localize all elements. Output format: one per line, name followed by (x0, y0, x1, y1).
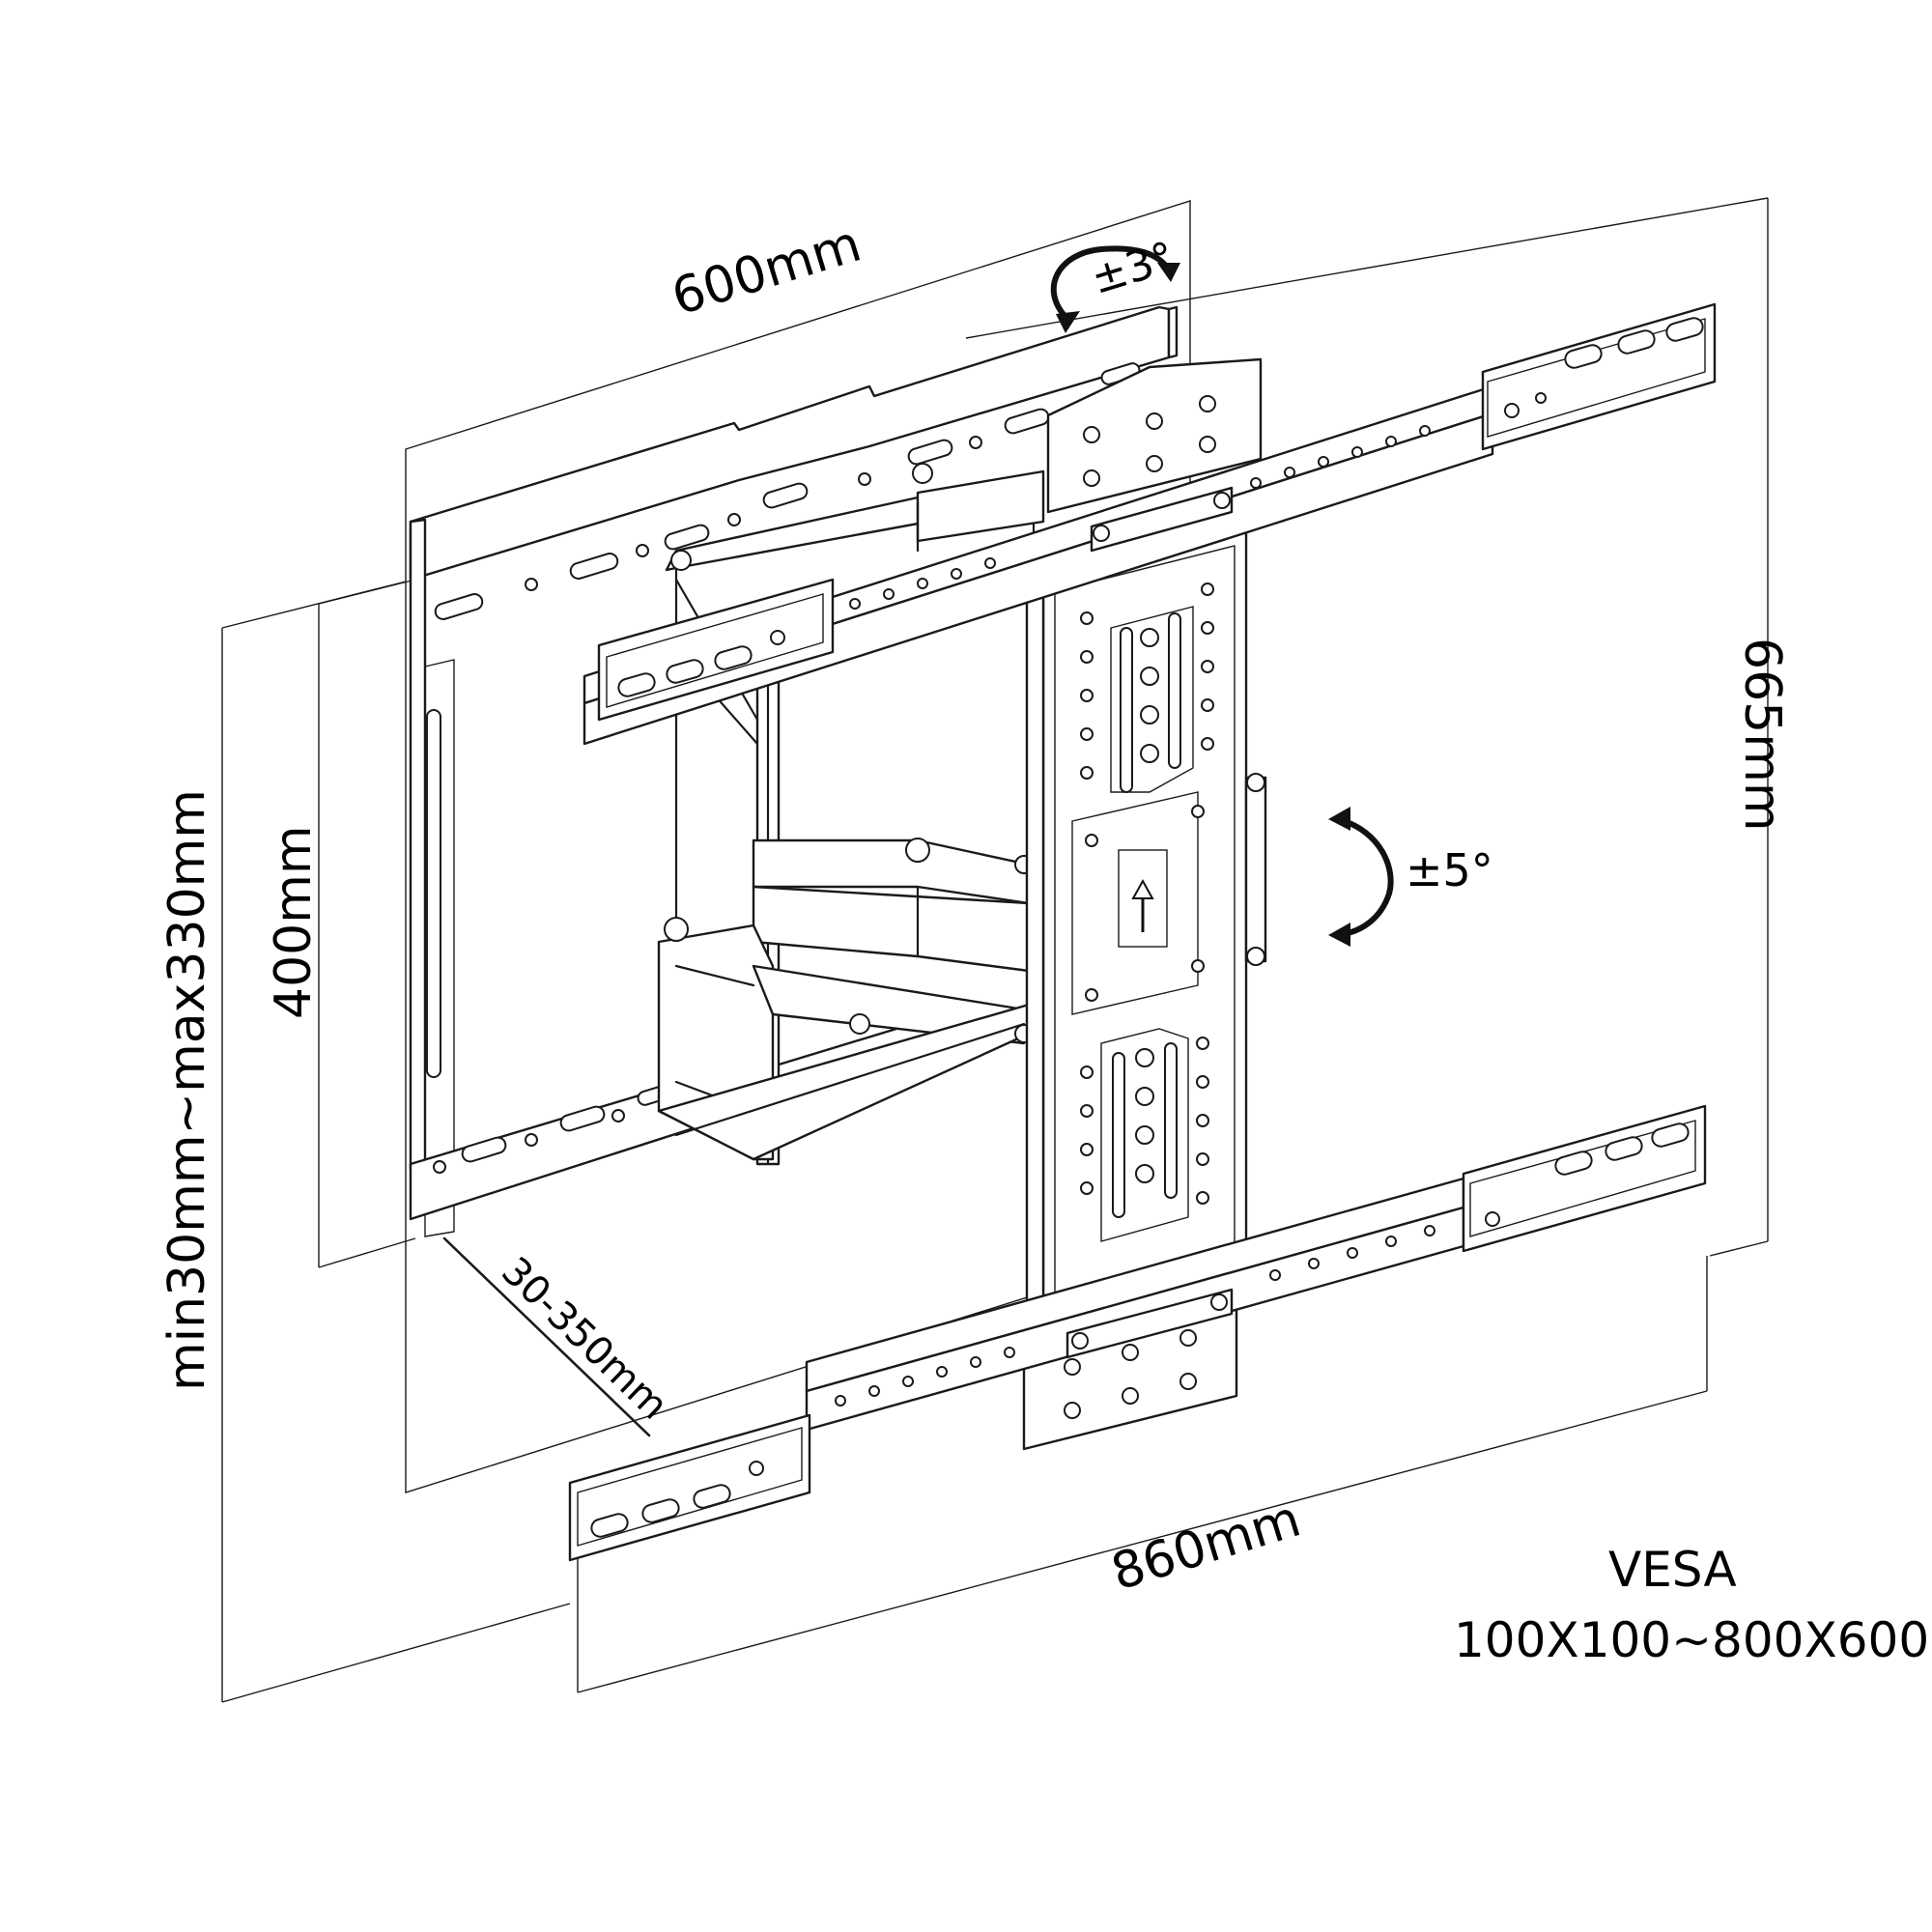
dimension-400mm: 400mm (265, 825, 323, 1019)
tv-center-plate (1022, 357, 1267, 1451)
dimension-profile: min30mm~max330mm (158, 789, 216, 1391)
vesa-range: 100X100~800X600 (1454, 1612, 1930, 1668)
up-arrow-icon (1131, 878, 1154, 932)
rotate-arrow-icon (1050, 245, 1180, 333)
top-tv-rail (582, 302, 1717, 746)
tilt-arrow-icon (1328, 807, 1394, 947)
bottom-tv-rail (568, 1104, 1707, 1562)
vesa-title: VESA (1608, 1542, 1737, 1598)
dimension-665mm: 665mm (1733, 638, 1791, 832)
dimension-planes (221, 197, 1769, 1703)
angle-tilt: ±5° (1406, 844, 1493, 896)
